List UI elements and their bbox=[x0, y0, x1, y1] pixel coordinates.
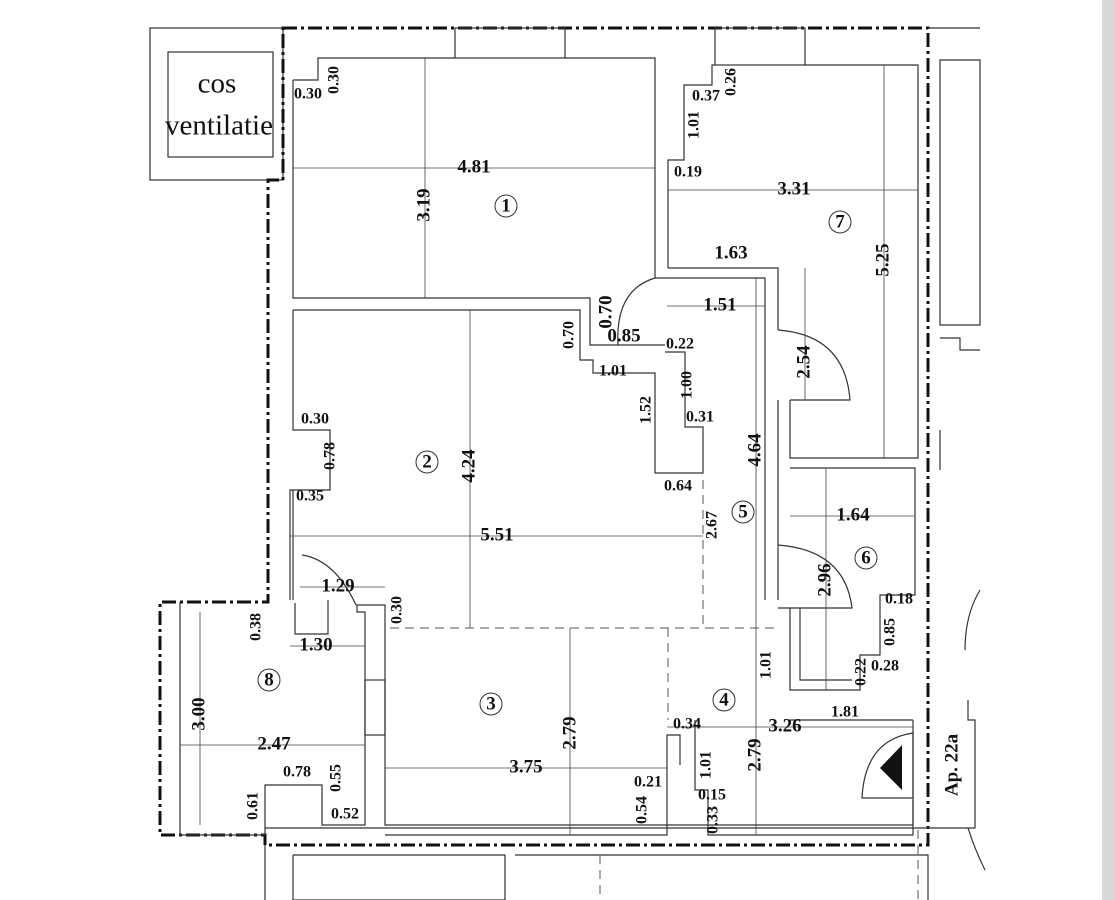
dim-label: 3.26 bbox=[768, 715, 801, 736]
dim-label: 1.29 bbox=[321, 575, 354, 596]
dim-label: 0.85 bbox=[882, 618, 899, 646]
dim-label: 2.96 bbox=[814, 563, 835, 596]
dim-label: 3.00 bbox=[188, 697, 209, 730]
dim-label: 1.01 bbox=[599, 363, 627, 380]
dim-label: 0.18 bbox=[885, 591, 913, 608]
dim-label: 1.63 bbox=[714, 242, 747, 263]
dim-label: 0.22 bbox=[853, 658, 870, 686]
room-number-1: 1 bbox=[501, 195, 511, 216]
dim-label: 2.54 bbox=[793, 345, 814, 379]
dim-label: 0.28 bbox=[871, 658, 899, 675]
dim-label: 1.01 bbox=[686, 111, 703, 139]
door-room-1 bbox=[617, 277, 656, 346]
room-number-7: 7 bbox=[835, 211, 845, 232]
dim-label: 1.01 bbox=[758, 651, 775, 679]
room-6-walls bbox=[777, 467, 916, 691]
apartment-label: Ap. 22a bbox=[941, 733, 962, 796]
apartment-boundary bbox=[158, 26, 930, 847]
dim-label: 4.24 bbox=[458, 449, 479, 483]
dim-label: 2.79 bbox=[744, 738, 765, 771]
room-1-walls bbox=[292, 57, 665, 346]
dim-label: 0.30 bbox=[389, 596, 406, 624]
room-number-3: 3 bbox=[486, 693, 496, 714]
room-number-6: 6 bbox=[861, 547, 871, 568]
dim-label: 5.51 bbox=[480, 524, 513, 545]
ventilation-label: cos ventilatie bbox=[165, 68, 273, 142]
entrance-door bbox=[790, 719, 914, 799]
dim-label: 1.81 bbox=[831, 704, 859, 721]
scrollbar[interactable] bbox=[1102, 0, 1115, 900]
dim-label: 1.30 bbox=[299, 634, 332, 655]
dim-label: 3.31 bbox=[777, 178, 810, 199]
dim-label: 3.19 bbox=[413, 188, 434, 221]
dim-label: 1.52 bbox=[638, 396, 655, 424]
dim-label: 0.19 bbox=[674, 164, 702, 181]
ventilation-shaft-inner bbox=[167, 51, 274, 158]
room-number-4: 4 bbox=[719, 689, 729, 710]
dim-label: 4.81 bbox=[457, 156, 490, 177]
dim-label: 0.55 bbox=[328, 764, 345, 792]
window-room-1 bbox=[454, 27, 566, 59]
dim-label: 0.15 bbox=[698, 787, 726, 804]
dim-label: 0.35 bbox=[296, 488, 324, 505]
dim-label: 1.64 bbox=[836, 504, 870, 525]
dim-label: 3.75 bbox=[509, 756, 542, 777]
vent-label-line2: ventilatie bbox=[165, 110, 273, 142]
room-2-walls bbox=[289, 309, 704, 600]
dim-label: 2.67 bbox=[704, 511, 721, 539]
dim-label: 2.79 bbox=[559, 716, 580, 749]
dimension-labels: 0.30 0.30 4.81 3.19 0.37 0.26 1.01 0.19 … bbox=[188, 66, 913, 834]
vent-label-line1: cos bbox=[198, 68, 237, 100]
dim-label: 4.64 bbox=[744, 433, 765, 467]
dim-label: 0.21 bbox=[634, 774, 662, 791]
door-room-7 bbox=[777, 329, 851, 401]
dim-label: 0.34 bbox=[673, 716, 701, 733]
room-number-5: 5 bbox=[738, 501, 748, 522]
dim-label: 0.37 bbox=[692, 88, 720, 105]
dim-label: 0.30 bbox=[301, 411, 329, 428]
room-number-8: 8 bbox=[264, 669, 274, 690]
dim-label: 1.51 bbox=[703, 294, 736, 315]
dim-label: 0.26 bbox=[723, 68, 740, 96]
window-room-8 bbox=[364, 679, 386, 736]
dim-label: 0.61 bbox=[245, 792, 262, 820]
dim-label: 0.70 bbox=[595, 295, 616, 328]
dim-label: 0.33 bbox=[705, 806, 722, 834]
dim-label: 0.70 bbox=[561, 321, 578, 349]
dim-label: 0.31 bbox=[686, 409, 714, 426]
surrounding-walls bbox=[264, 27, 986, 900]
dim-label: 0.64 bbox=[664, 478, 692, 495]
dim-label: 0.22 bbox=[666, 336, 694, 353]
entrance-arrow-icon bbox=[880, 745, 902, 790]
room-number-2: 2 bbox=[422, 451, 432, 472]
dim-label: 0.38 bbox=[248, 613, 265, 641]
dim-label: 0.85 bbox=[607, 325, 640, 346]
dim-label: 0.78 bbox=[322, 442, 339, 470]
room-7-walls bbox=[655, 64, 919, 459]
room-markers: 1 2 3 4 5 6 7 8 bbox=[257, 194, 878, 716]
dim-label: 0.54 bbox=[634, 796, 651, 824]
dim-label: 0.30 bbox=[326, 66, 343, 94]
dim-label: 2.47 bbox=[257, 733, 291, 754]
dim-label: 0.78 bbox=[283, 764, 311, 781]
dimension-lines bbox=[180, 58, 918, 835]
dim-label: 1.00 bbox=[679, 371, 696, 399]
dim-label: 0.52 bbox=[331, 806, 359, 823]
dim-label: 0.30 bbox=[294, 86, 322, 103]
window-room-7 bbox=[714, 27, 806, 66]
dim-label: 1.01 bbox=[698, 751, 715, 779]
dim-label: 5.25 bbox=[872, 243, 893, 276]
